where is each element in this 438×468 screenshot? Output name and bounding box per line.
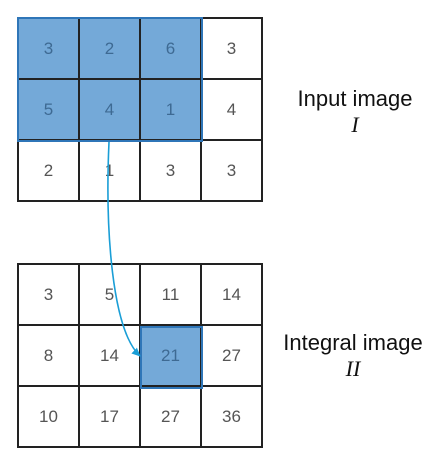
input-image-label: Input image <box>297 86 413 111</box>
input-image-cell: 1 <box>80 141 141 202</box>
integral-image-cell: 8 <box>19 326 80 387</box>
integral-image-cell: 21 <box>141 326 202 387</box>
input-image-cell: 1 <box>141 80 202 141</box>
integral-image-cell: 10 <box>19 387 80 448</box>
input-image-cell: 6 <box>141 19 202 80</box>
integral-image-cell: 27 <box>202 326 263 387</box>
integral-image-cell: 14 <box>202 265 263 326</box>
integral-image-cell: 3 <box>19 265 80 326</box>
input-image-cell: 4 <box>202 80 263 141</box>
input-image-cell: 3 <box>19 19 80 80</box>
integral-image-cell: 11 <box>141 265 202 326</box>
input-image-cell: 3 <box>141 141 202 202</box>
integral-image-cell: 36 <box>202 387 263 448</box>
input-image-caption: Input image I <box>272 86 438 138</box>
input-image-symbol: I <box>351 112 359 137</box>
input-image-cell: 2 <box>80 19 141 80</box>
integral-image-label: Integral image <box>283 330 423 355</box>
integral-image-cell: 14 <box>80 326 141 387</box>
input-image-cell: 2 <box>19 141 80 202</box>
integral-image-cell: 27 <box>141 387 202 448</box>
integral-image-cell: 5 <box>80 265 141 326</box>
integral-image-symbol: II <box>345 356 361 381</box>
integral-image-caption: Integral image II <box>268 330 438 382</box>
input-image-cell: 3 <box>202 141 263 202</box>
arrow-connector <box>107 141 141 357</box>
input-image-cell: 3 <box>202 19 263 80</box>
integral-image-cell: 17 <box>80 387 141 448</box>
